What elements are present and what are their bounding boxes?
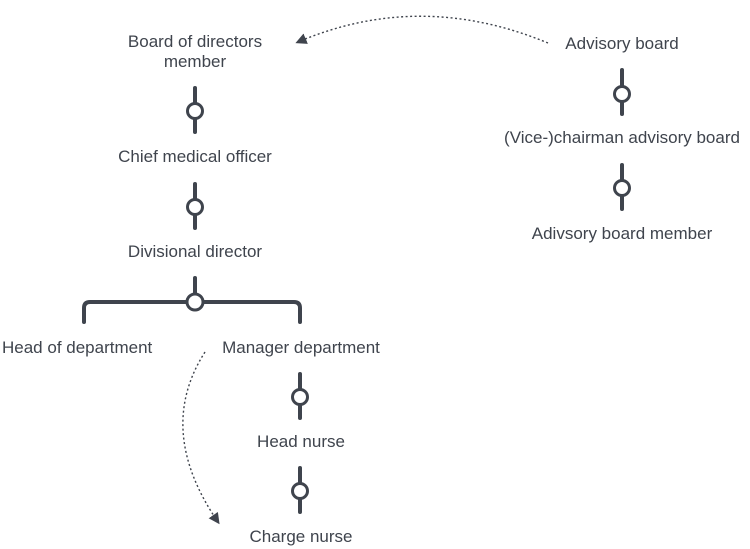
hierarchy-link-icon: [291, 466, 309, 514]
node-board-of-directors-member: Board of directors member: [127, 32, 263, 71]
hierarchy-link-icon: [291, 372, 309, 420]
node-chief-medical-officer: Chief medical officer: [118, 147, 272, 166]
hierarchy-link-icon: [186, 182, 204, 230]
node-divisional-director: Divisional director: [127, 242, 263, 261]
node-charge-nurse: Charge nurse: [249, 527, 353, 546]
node-advisory-board-member: Adivsory board member: [531, 224, 713, 243]
hierarchy-link-icon: [613, 68, 631, 116]
node-head-nurse: Head nurse: [257, 432, 345, 451]
dotted-curved-arrow-icon: [182, 351, 220, 525]
node-manager-department: Manager department: [222, 338, 380, 357]
node-head-of-department: Head of department: [2, 338, 153, 357]
hierarchy-link-icon: [186, 86, 204, 134]
dotted-curved-arrow-icon: [295, 15, 549, 44]
node-vice-chairman-advisory-board: (Vice-)chairman advisory board: [504, 128, 740, 147]
hierarchy-link-icon: [613, 163, 631, 211]
bracket-branch-icon: [82, 276, 302, 324]
node-advisory-board: Advisory board: [565, 34, 679, 53]
